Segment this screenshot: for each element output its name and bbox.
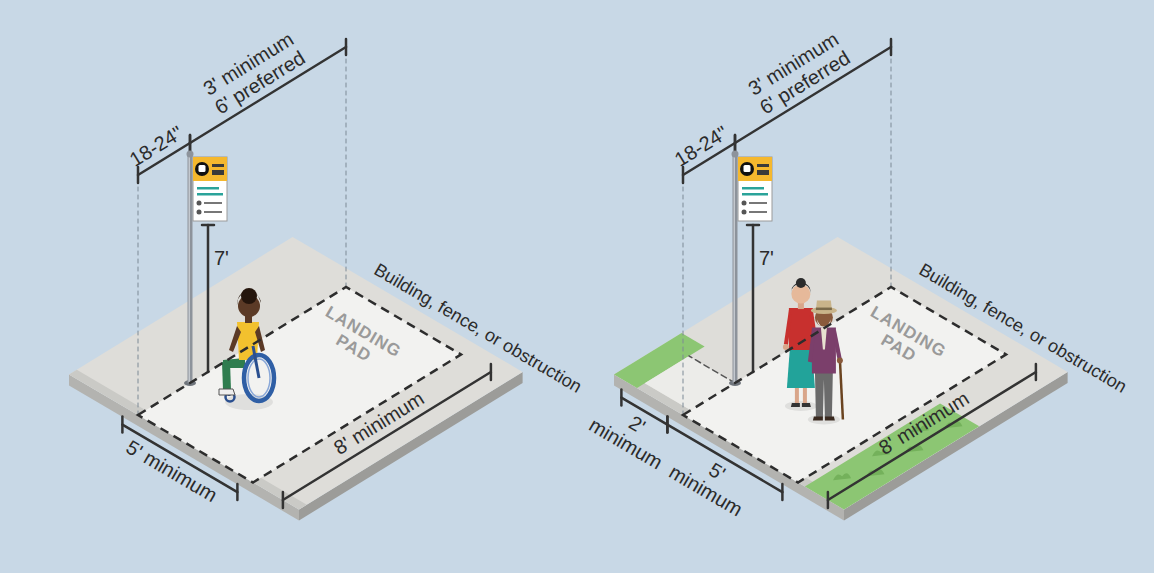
pole-cap (187, 151, 194, 158)
height-label: 7' (759, 247, 774, 269)
dimension-tick (734, 135, 737, 151)
leg (795, 386, 799, 404)
dimension-tick (890, 39, 893, 55)
sign-pole (733, 155, 738, 383)
dimension-tick (666, 417, 669, 433)
dimension-tick (345, 39, 348, 55)
arm (784, 310, 792, 345)
landing-pad-surface (683, 287, 1006, 483)
backrest (253, 346, 259, 378)
dimension-tick (202, 224, 214, 227)
bus-stop-sign (193, 157, 227, 221)
sign-rule (742, 187, 764, 190)
arm (229, 326, 241, 352)
sign-rule (757, 164, 769, 167)
sign-rule (757, 170, 769, 175)
dashed-boundary (689, 356, 735, 383)
sign-rule (197, 187, 219, 190)
dimension-tick (282, 492, 285, 508)
pole-highlight (189, 155, 191, 383)
trousers (815, 370, 833, 418)
guide-line (683, 175, 684, 415)
sign-rule (212, 170, 224, 175)
sign-rule (749, 202, 767, 204)
pad-outline-svg (134, 283, 465, 487)
leg (803, 386, 807, 404)
sign-rule (204, 211, 222, 213)
hair (241, 288, 257, 304)
dimension-tick (189, 135, 192, 151)
sign-rule (742, 193, 768, 196)
shoe (825, 417, 835, 421)
dimension-label: 3' minimum 6' preferred (740, 25, 858, 121)
guide-line (346, 47, 347, 287)
shoe (813, 417, 823, 421)
dimension-label: 3' minimum 6' preferred (195, 25, 313, 121)
guide-line (138, 175, 139, 415)
height-dimension (752, 225, 755, 372)
pad-label: LANDING PAD (312, 303, 404, 378)
shoe (791, 403, 800, 407)
dimension-tick (747, 224, 759, 227)
sign-dot (742, 210, 747, 215)
dimension-tick (121, 417, 124, 433)
hair-bun (796, 278, 806, 288)
sign-pole (188, 155, 193, 383)
sign-dot (742, 201, 747, 206)
sign-dot (197, 201, 202, 206)
landing-pad-surface (138, 287, 461, 483)
dimension-tick (666, 417, 669, 433)
shadow (808, 415, 840, 425)
dimension-tick (490, 364, 493, 380)
dimension-tick (781, 484, 784, 500)
guide-line (891, 47, 892, 287)
sign-dot (197, 210, 202, 215)
sign-rule (212, 164, 224, 167)
hat-band (816, 308, 832, 311)
dimension-line (283, 372, 491, 500)
sidewalk (69, 237, 523, 510)
landing-pad: LANDING PAD (679, 283, 1010, 487)
cane (840, 360, 843, 420)
sign-header (738, 157, 772, 181)
height-label: 7' (214, 247, 229, 269)
sign-header (193, 157, 227, 181)
dimension-tick (734, 135, 737, 151)
standing-woman (783, 278, 819, 411)
sign-rule (204, 202, 222, 204)
arm (833, 330, 842, 362)
bus-icon-body (199, 165, 206, 172)
dimension-tick (620, 390, 623, 406)
dimension-tick (189, 135, 192, 151)
pad-outline (138, 287, 461, 483)
bus-icon-body (744, 165, 751, 172)
shoes (219, 389, 235, 395)
shirt (821, 328, 827, 350)
dimension-tick (1035, 364, 1038, 380)
pole-highlight (734, 155, 736, 383)
sign-rule (197, 193, 223, 196)
connecting-path (645, 356, 735, 410)
shadow (785, 401, 817, 411)
pad-label: LANDING PAD (857, 303, 949, 378)
dimension-tick (827, 492, 830, 508)
height-dimension (207, 225, 210, 372)
shrub (833, 473, 851, 480)
pad-outline (683, 287, 1006, 483)
hand (837, 358, 843, 364)
shoe (802, 403, 811, 407)
landing-pad: LANDING PAD (134, 283, 465, 487)
bus-icon (195, 162, 209, 176)
bus-icon (740, 162, 754, 176)
shins (222, 362, 231, 390)
dimension-line (828, 372, 1036, 500)
hat-crown (816, 301, 832, 311)
pad-outline-svg (679, 283, 1010, 487)
bus-stop-sign (738, 157, 772, 221)
pole-cap (732, 151, 739, 158)
sign-rule (749, 211, 767, 213)
dimension-tick (236, 484, 239, 500)
